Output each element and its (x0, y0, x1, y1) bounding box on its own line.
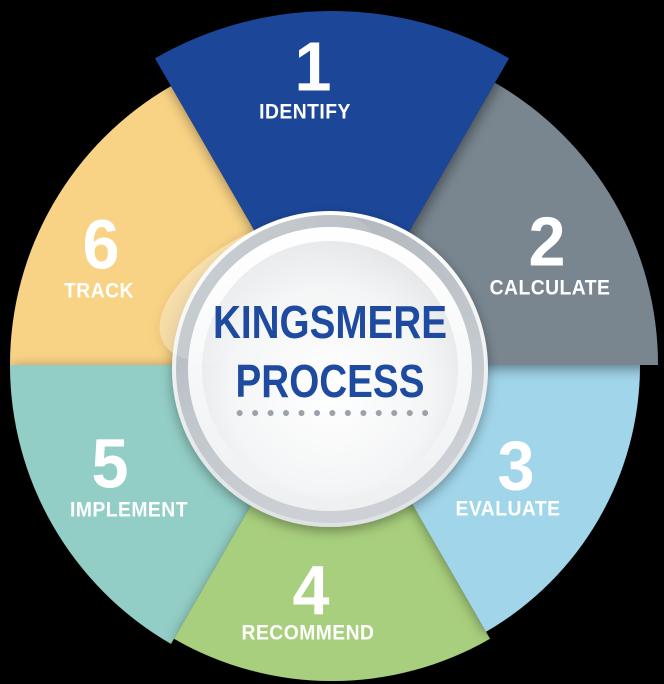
implement-label: IMPLEMENT (70, 498, 188, 522)
center-badge (159, 211, 488, 527)
implement-number: 5 (91, 424, 129, 503)
badge-title-line1: KINGSMERE (212, 296, 448, 348)
track-label: TRACK (64, 279, 134, 303)
identify-number: 1 (294, 27, 332, 106)
evaluate-number: 3 (497, 426, 535, 505)
recommend-label: RECOMMEND (241, 621, 375, 645)
track-number: 6 (82, 205, 120, 284)
evaluate-label: EVALUATE (455, 497, 561, 521)
badge-dots: ●●●●●●●●●●●●● (235, 404, 437, 420)
badge-title-line2: PROCESS (235, 355, 425, 407)
wedge-identify (155, 10, 509, 365)
identify-label: IDENTIFY (259, 100, 351, 124)
recommend-number: 4 (292, 551, 330, 630)
calculate-label: CALCULATE (489, 276, 611, 300)
badge-gloss-highlight (159, 213, 377, 363)
calculate-number: 2 (528, 202, 566, 281)
